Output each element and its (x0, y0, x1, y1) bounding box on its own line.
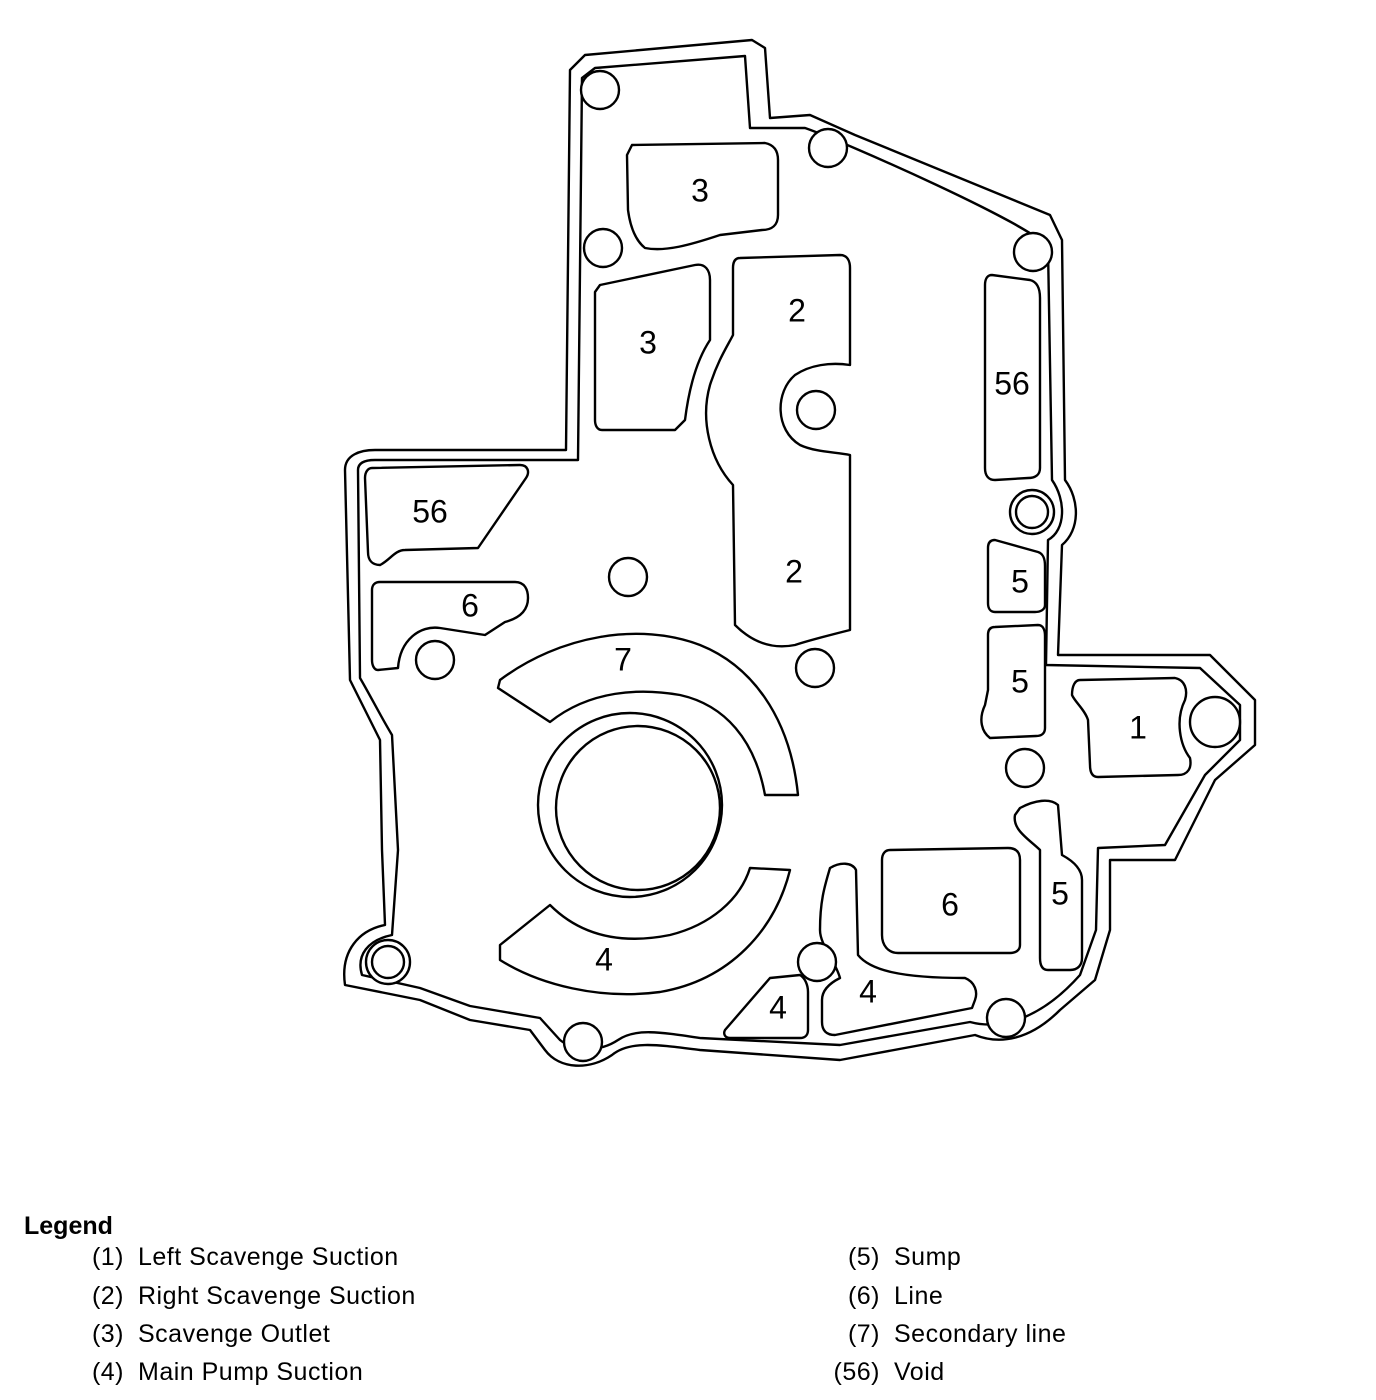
label-port-5-middle: 5 (1011, 663, 1029, 699)
legend-item: (56) Void (0, 1358, 945, 1387)
bolt-hole-inner (1014, 494, 1050, 530)
legend-item-text: Scavenge Outlet (138, 1320, 331, 1348)
legend-item-text: Sump (894, 1243, 962, 1271)
legend-item-text: Secondary line (894, 1320, 1067, 1348)
label-port-2-bottom: 2 (785, 553, 803, 589)
port-5-lower (1013, 799, 1084, 972)
bolt-hole-inner (370, 944, 406, 980)
bolt-hole (1012, 231, 1054, 273)
bolt-hole (1004, 747, 1046, 789)
label-port-56-right: 56 (994, 365, 1030, 401)
legend-item: (5) Sump (0, 1243, 961, 1272)
label-port-56-left: 56 (412, 493, 448, 529)
label-port-2-top: 2 (788, 292, 806, 328)
legend-item-number: (6) (847, 1282, 880, 1310)
legend-item-text: Left Scavenge Suction (138, 1243, 399, 1271)
legend-item-number: (7) (847, 1320, 880, 1348)
legend-item: (4) Main Pump Suction (0, 1358, 363, 1387)
legend-item-text: Void (894, 1358, 945, 1386)
legend-item: (2) Right Scavenge Suction (0, 1282, 416, 1311)
port-56-right (983, 273, 1042, 482)
legend-item: (7) Secondary line (0, 1320, 1066, 1349)
port-6-left (370, 580, 530, 672)
label-port-4-small: 4 (769, 989, 787, 1025)
legend-item-text: Main Pump Suction (138, 1358, 364, 1386)
label-port-3-mid: 3 (639, 324, 657, 360)
bolt-hole (794, 647, 836, 689)
port-1 (1070, 676, 1192, 779)
port-3-top (625, 141, 780, 251)
bolt-hole (562, 1021, 604, 1063)
bolt-hole (579, 69, 621, 111)
label-port-3-top: 3 (691, 172, 709, 208)
legend-title: Legend (24, 1212, 113, 1240)
legend-item-number: (1) (91, 1243, 124, 1271)
legend-item-text: Line (894, 1282, 944, 1310)
bolt-hole (796, 941, 838, 983)
port-5-upper (986, 538, 1047, 614)
bolt-hole (1188, 695, 1242, 749)
port-5-middle (980, 623, 1047, 740)
bolt-hole (414, 639, 456, 681)
label-port-4-right: 4 (859, 973, 877, 1009)
label-port-5-lower: 5 (1051, 875, 1069, 911)
legend-item-text: Right Scavenge Suction (138, 1282, 416, 1310)
bolt-hole (582, 227, 624, 269)
label-port-1: 1 (1129, 709, 1147, 745)
label-port-4-arc: 4 (595, 941, 613, 977)
legend-item: (6) Line (0, 1282, 943, 1311)
label-port-6-left: 6 (461, 587, 479, 623)
port-56-left (363, 463, 530, 567)
legend-item-number: (5) (847, 1243, 880, 1271)
label-port-6-right: 6 (941, 886, 959, 922)
gasket-outer-outline (343, 38, 1257, 1067)
legend-item-number: (56) (833, 1358, 880, 1386)
central-bore-inner (554, 724, 722, 892)
port-2-channel (704, 253, 852, 648)
bolt-hole (795, 389, 837, 431)
port-4-right (818, 862, 978, 1037)
legend-item-number: (4) (91, 1358, 124, 1386)
port-4-arc (498, 866, 792, 996)
bolt-hole (807, 127, 849, 169)
label-port-7: 7 (614, 641, 632, 677)
legend-item: (3) Scavenge Outlet (0, 1320, 330, 1349)
legend-item: (1) Left Scavenge Suction (0, 1243, 399, 1272)
legend-item-number: (2) (91, 1282, 124, 1310)
bolt-hole (985, 997, 1027, 1039)
bolt-hole (607, 556, 649, 598)
port-6-right (880, 846, 1022, 955)
port-4-small (723, 973, 810, 1040)
label-port-5-upper: 5 (1011, 563, 1029, 599)
gasket-diagram: 3 3 2 2 56 56 6 7 5 5 1 6 5 4 4 4 (343, 38, 1257, 1067)
port-3-mid (593, 263, 712, 432)
legend-item-number: (3) (91, 1320, 124, 1348)
port-7-arc (496, 632, 800, 797)
